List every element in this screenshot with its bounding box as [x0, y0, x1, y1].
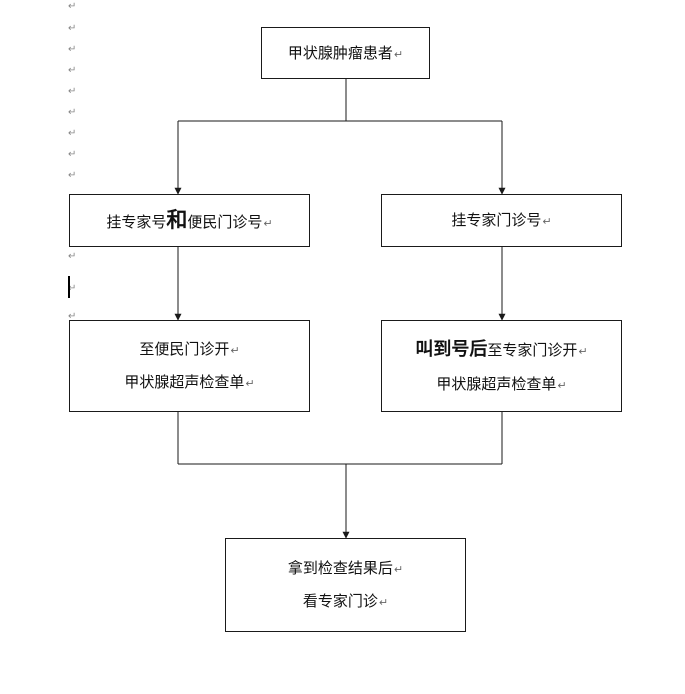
node-right-register-text: 挂专家门诊号 — [451, 211, 542, 229]
margin-paragraph-mark: ↵ — [68, 149, 77, 160]
margin-paragraph-mark: ↵ — [68, 170, 77, 181]
margin-paragraph-mark: ↵ — [68, 86, 77, 97]
margin-paragraph-mark: ↵ — [68, 283, 77, 294]
margin-paragraph-mark: ↵ — [68, 44, 77, 55]
node-left-exam-line2-text: 甲状腺超声检查单 — [124, 373, 245, 391]
paragraph-mark: ↵ — [542, 215, 552, 228]
margin-paragraph-mark: ↵ — [68, 311, 77, 322]
margin-paragraph-mark: ↵ — [68, 128, 77, 139]
margin-paragraph-mark: ↵ — [68, 23, 77, 34]
margin-paragraph-mark: ↵ — [68, 1, 77, 12]
margin-paragraph-mark: ↵ — [68, 251, 77, 262]
node-left-exam-line2: 甲状腺超声检查单↵ — [124, 375, 254, 390]
node-left-exam-line1: 至便民门诊开↵ — [139, 342, 239, 357]
paragraph-mark: ↵ — [557, 378, 567, 392]
paragraph-mark: ↵ — [263, 217, 273, 230]
paragraph-mark: ↵ — [393, 563, 404, 576]
node-right-register-row: 挂专家门诊号↵ — [451, 213, 551, 228]
node-right-exam[interactable]: 叫到号后至专家门诊开↵ 甲状腺超声检查单↵ — [381, 320, 622, 412]
node-left-exam-line1-text: 至便民门诊开 — [139, 340, 230, 358]
node-result[interactable]: 拿到检查结果后↵ 看专家门诊↵ — [225, 538, 466, 632]
node-left-register-emph: 和 — [166, 208, 188, 232]
node-result-line2-text: 看专家门诊 — [302, 592, 378, 610]
node-right-exam-line2-text: 甲状腺超声检查单 — [436, 374, 557, 393]
node-right-exam-line2: 甲状腺超声检查单↵ — [436, 374, 567, 393]
paragraph-mark: ↵ — [378, 596, 389, 609]
node-patient-row: 甲状腺肿瘤患者↵ — [287, 43, 404, 62]
node-result-line2: 看专家门诊↵ — [303, 594, 388, 609]
node-left-register-before: 挂专家号 — [106, 213, 167, 231]
node-result-line1: 拿到检查结果后↵ — [288, 561, 403, 576]
node-right-register[interactable]: 挂专家门诊号↵ — [381, 194, 622, 247]
node-right-exam-emph: 叫到号后 — [415, 338, 488, 360]
paragraph-mark: ↵ — [230, 344, 240, 357]
node-left-register-after: 便民门诊号 — [187, 213, 263, 231]
node-right-exam-line1-text: 至专家门诊开 — [487, 340, 578, 359]
node-patient[interactable]: 甲状腺肿瘤患者↵ — [261, 27, 430, 79]
node-result-line1-text: 拿到检查结果后 — [287, 559, 393, 577]
node-right-exam-line1: 叫到号后至专家门诊开↵ — [415, 338, 588, 360]
paragraph-mark: ↵ — [578, 344, 588, 358]
node-left-register[interactable]: 挂专家号和便民门诊号↵ — [69, 194, 310, 247]
paragraph-mark: ↵ — [245, 377, 255, 390]
margin-paragraph-mark: ↵ — [68, 65, 77, 76]
node-left-exam[interactable]: 至便民门诊开↵ 甲状腺超声检查单↵ — [69, 320, 310, 412]
margin-paragraph-mark: ↵ — [68, 107, 77, 118]
node-left-register-row: 挂专家号和便民门诊号↵ — [106, 210, 272, 231]
text-cursor — [68, 276, 70, 298]
paragraph-mark: ↵ — [393, 47, 404, 61]
node-patient-text: 甲状腺肿瘤患者 — [287, 43, 393, 62]
